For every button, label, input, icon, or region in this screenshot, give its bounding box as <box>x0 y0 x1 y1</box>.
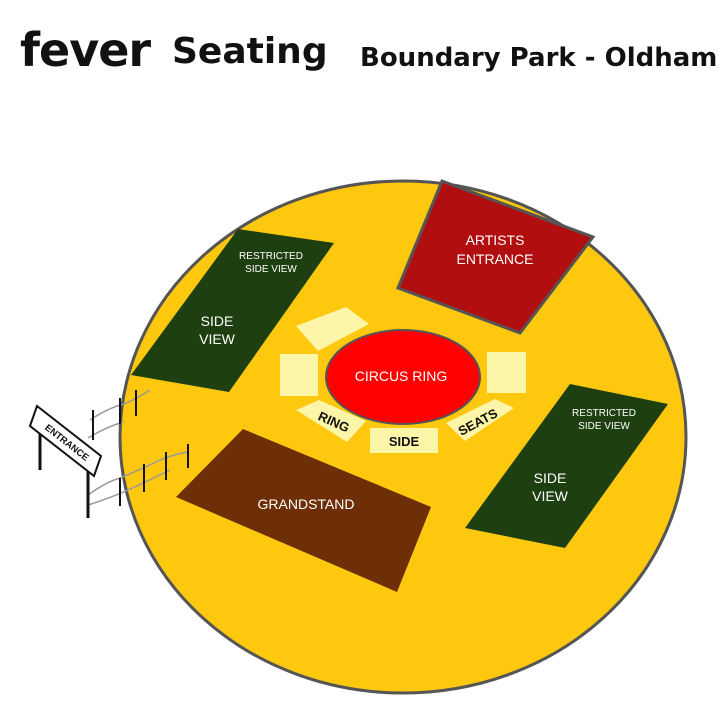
left-side-label-2: VIEW <box>199 331 236 347</box>
right-restricted-label-2: SIDE VIEW <box>578 421 630 432</box>
artists-entrance-label-1: ARTISTS <box>466 232 525 248</box>
fever-logo: fever <box>20 23 151 77</box>
section-ring-side-seats[interactable]: RING SIDE SEATS <box>280 307 526 453</box>
section-circus-ring[interactable]: CIRCUS RING <box>325 329 481 425</box>
section-artists-entrance[interactable]: ARTISTS ENTRANCE <box>396 179 596 335</box>
grandstand-label: GRANDSTAND <box>258 496 355 512</box>
section-side-view-left[interactable]: RESTRICTED SIDE VIEW SIDE VIEW <box>131 229 334 392</box>
left-restricted-label-2: SIDE VIEW <box>245 264 297 275</box>
header: fever Seating Boundary Park - Oldham <box>0 0 720 90</box>
left-restricted-label-1: RESTRICTED <box>239 251 303 262</box>
section-grandstand[interactable]: GRANDSTAND <box>176 429 431 592</box>
left-side-label-1: SIDE <box>201 313 234 329</box>
venue-name: Boundary Park - Oldham <box>360 43 718 73</box>
right-restricted-label-1: RESTRICTED <box>572 408 636 419</box>
page-title: Seating <box>172 31 328 72</box>
side-label: SIDE <box>389 434 420 449</box>
right-side-label-2: VIEW <box>532 488 569 504</box>
right-side-label-1: SIDE <box>534 470 567 486</box>
artists-entrance-label-2: ENTRANCE <box>456 251 533 267</box>
section-side-view-right[interactable]: RESTRICTED SIDE VIEW SIDE VIEW <box>465 384 668 548</box>
circus-ring-label: CIRCUS RING <box>355 368 448 384</box>
